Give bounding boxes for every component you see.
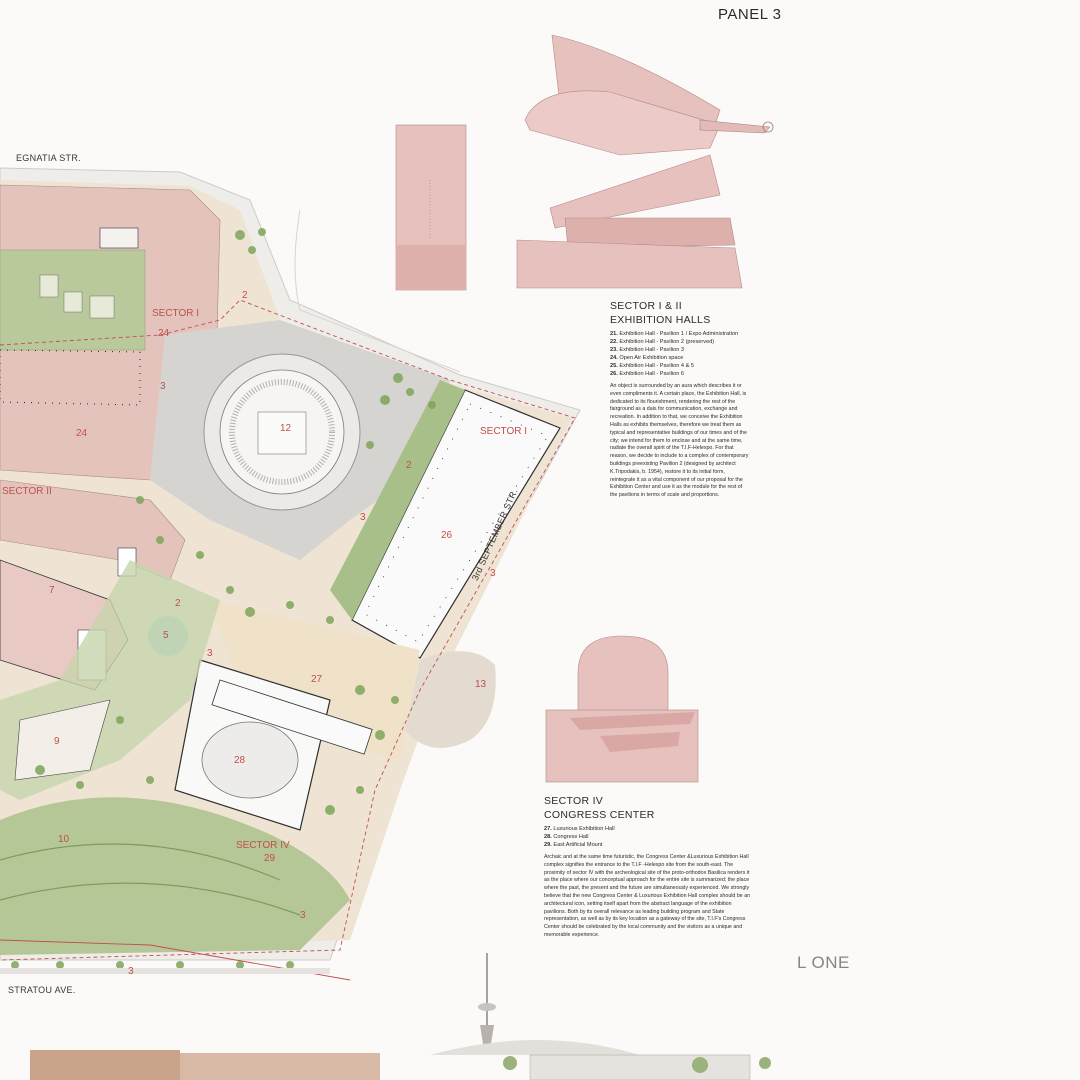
sector-i-ii-heading: SECTOR I & II <box>610 300 682 312</box>
signature-label: L ONE <box>797 953 850 972</box>
east-green <box>330 380 465 620</box>
panel-title: PANEL 3 <box>718 6 782 23</box>
legend-item: 25. Exhibition Hall - Pavilion 4 & 5 <box>610 363 694 369</box>
legend-item: 28. Congress Hall <box>544 834 589 840</box>
zone-number: 7 <box>49 585 55 596</box>
sector-label: SECTOR II <box>2 486 52 497</box>
congress-center-heading: CONGRESS CENTER <box>544 809 655 821</box>
zone-number: 3 <box>490 568 496 579</box>
street-label-stratou: STRATOU AVE. <box>8 985 76 995</box>
sector-iv-heading: SECTOR IV <box>544 795 604 807</box>
legend-item: 27. Luxurious Exhibition Hall <box>544 826 615 832</box>
zone-number: 24 <box>76 428 88 439</box>
legend-item: 23. Exhibition Hall - Pavilion 3 <box>610 347 685 353</box>
zone-number: 27 <box>311 674 323 685</box>
zone-number: 13 <box>475 679 487 690</box>
sector-i-ii-legend: 21. Exhibition Hall - Pavilion 1 / Expo … <box>610 330 750 378</box>
pavilion-bar-2 <box>564 217 736 249</box>
congress-dome <box>577 635 669 714</box>
trees <box>11 228 436 969</box>
legend-item: 21. Exhibition Hall - Pavilion 1 / Expo … <box>610 331 739 337</box>
zone-number: 3 <box>160 381 166 392</box>
city-elevation <box>30 953 771 1080</box>
zone-number: 10 <box>58 834 70 845</box>
site-boundary <box>0 299 576 961</box>
legend-item: 24. Open Air Exhibition space <box>610 355 684 361</box>
zone-number: 9 <box>54 736 60 747</box>
sector-i-ii-paragraph: An object is surrounded by an aura which… <box>610 383 749 499</box>
sector-iv-legend: 27. Luxurious Exhibition Hall 28. Congre… <box>544 825 752 849</box>
congress-center-axonometric <box>545 635 699 783</box>
pavilion-bar-3 <box>516 239 743 289</box>
zone-number: 5 <box>163 630 169 641</box>
zone-number: 2 <box>242 290 248 301</box>
zone-number: 3 <box>128 966 134 977</box>
sector-label: SECTOR IV <box>236 840 290 851</box>
pavilion-curve-mid <box>524 90 721 156</box>
zone-number: 2 <box>175 598 181 609</box>
legend-item: 22. Exhibition Hall - Pavilion 2 (preser… <box>610 339 715 345</box>
congress-hall <box>201 721 299 799</box>
road-curve <box>294 209 461 373</box>
zone-number: 3 <box>300 910 306 921</box>
zone-number: 29 <box>264 853 276 864</box>
legend-item: 29. East Artificial Mount <box>544 842 603 848</box>
sector-iv-paragraph: Archaic and at the same time futuristic,… <box>544 854 751 938</box>
zone-number: 3 <box>207 648 213 659</box>
zone-number: 24 <box>158 328 170 339</box>
zone-number: 26 <box>441 530 453 541</box>
street-label-egnatia: EGNATIA STR. <box>16 153 81 163</box>
zone-number: 12 <box>280 423 292 434</box>
east-mount <box>0 797 350 955</box>
sector-i-ii-block: SECTOR I & II EXHIBITION HALLS 21. Exhib… <box>610 299 750 500</box>
exhibition-halls-heading: EXHIBITION HALLS <box>610 314 711 326</box>
exhibition-halls-axonometric <box>395 34 774 291</box>
arena-court <box>257 411 307 455</box>
zone-number: 28 <box>234 755 246 766</box>
legend-item: 26. Exhibition Hall - Pavilion 6 <box>610 371 685 377</box>
zone-number: 2 <box>406 460 412 471</box>
pavilion-bar-1 <box>549 154 721 229</box>
sector-label: SECTOR I <box>152 308 200 319</box>
sector-iv-block: SECTOR IV CONGRESS CENTER 27. Luxurious … <box>544 794 752 940</box>
archaeological-site <box>405 651 496 748</box>
zone-number: 3 <box>360 512 366 523</box>
sector-label: SECTOR I <box>480 426 528 437</box>
stratou-road <box>0 968 330 974</box>
